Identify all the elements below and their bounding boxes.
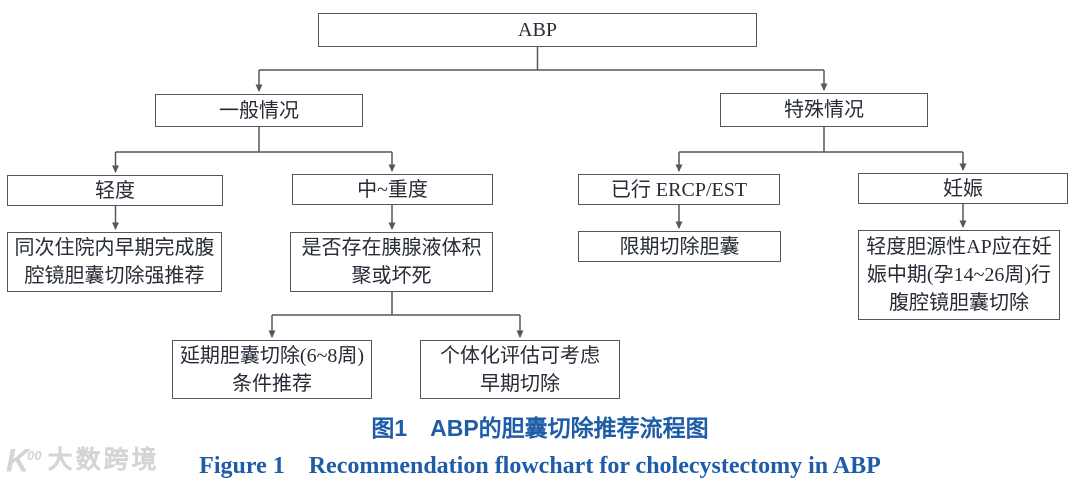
- node-line: 是否存在胰腺液体积: [301, 237, 482, 259]
- node-fluid-necrosis-question: 是否存在胰腺液体积 聚或坏死: [290, 232, 493, 292]
- node-pregnancy-recommendation: 轻度胆源性AP应在妊 娠中期(孕14~26周)行 腹腔镜胆囊切除: [858, 230, 1060, 320]
- brand-logo-letter: K: [6, 442, 29, 479]
- node-moderate-severe: 中~重度: [292, 174, 493, 205]
- node-pregnancy: 妊娠: [858, 173, 1068, 204]
- node-abp: ABP: [318, 13, 757, 47]
- node-line: 腔镜胆囊切除强推荐: [24, 265, 205, 287]
- figure-caption-en: Figure 1 Recommendation flowchart for ch…: [199, 453, 881, 479]
- figure-caption-zh: 图1 ABP的胆囊切除推荐流程图: [371, 415, 709, 441]
- node-delayed-cholecystectomy: 延期胆囊切除(6~8周) 条件推荐: [172, 340, 372, 399]
- watermark-text: 大数跨境: [47, 446, 160, 475]
- node-line: 腹腔镜胆囊切除: [889, 292, 1029, 314]
- node-mild: 轻度: [7, 175, 223, 206]
- node-individualized-assessment: 个体化评估可考虑 早期切除: [420, 340, 620, 399]
- node-line: 延期胆囊切除(6~8周): [179, 344, 365, 367]
- node-line: 同次住院内早期完成腹: [14, 237, 215, 259]
- node-line: 轻度胆源性AP应在妊: [866, 236, 1052, 258]
- node-limited-removal: 限期切除胆囊: [578, 231, 781, 262]
- node-special-situation: 特殊情况: [720, 93, 928, 127]
- connector-trunks: [115, 47, 963, 316]
- node-mild-recommendation: 同次住院内早期完成腹 腔镜胆囊切除强推荐: [7, 232, 222, 292]
- node-line: 聚或坏死: [351, 265, 432, 287]
- brand-logo-icon: K00: [6, 440, 42, 477]
- node-general-situation: 一般情况: [155, 94, 363, 127]
- node-line: 娠中期(孕14~26周)行: [866, 264, 1052, 286]
- node-line: 早期切除: [480, 372, 560, 395]
- node-line: 个体化评估可考虑: [440, 344, 600, 367]
- node-post-ercp-est: 已行 ERCP/EST: [578, 174, 780, 205]
- brand-logo-sup: 00: [27, 448, 42, 463]
- watermark: K00 大数跨境: [6, 440, 160, 477]
- node-line: 条件推荐: [232, 372, 312, 395]
